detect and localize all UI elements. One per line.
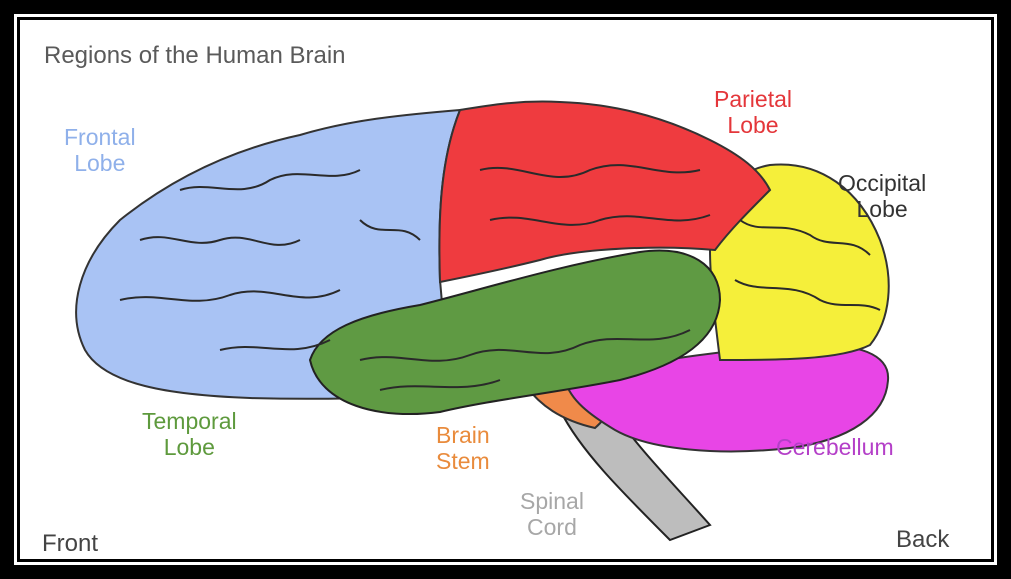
front-label: Front [42, 530, 98, 558]
spinal-cord-label-line2: Cord [520, 514, 584, 540]
temporal-lobe-label-line1: Temporal [142, 408, 237, 434]
frontal-lobe-label-line1: Frontal [64, 124, 136, 150]
brain-stem-label: Brain Stem [436, 422, 490, 474]
occipital-lobe-label-line2: Lobe [838, 196, 926, 222]
brain-stem-label-line1: Brain [436, 422, 490, 448]
brain-stem-label-line2: Stem [436, 448, 490, 474]
frontal-lobe-label: Frontal Lobe [64, 124, 136, 176]
brain-illustration [20, 20, 991, 559]
diagram-frame: Regions of the Human Brain [6, 6, 1005, 573]
occipital-lobe-label-line1: Occipital [838, 170, 926, 196]
parietal-lobe-label-line1: Parietal [714, 86, 792, 112]
cerebellum-label: Cerebellum [776, 434, 894, 460]
brain-diagram: Regions of the Human Brain [20, 20, 991, 559]
parietal-lobe-label: Parietal Lobe [714, 86, 792, 138]
parietal-lobe-label-line2: Lobe [714, 112, 792, 138]
temporal-lobe-label: Temporal Lobe [142, 408, 237, 460]
frontal-lobe-label-line2: Lobe [64, 150, 136, 176]
back-label: Back [896, 526, 949, 554]
spinal-cord-label: Spinal Cord [520, 488, 584, 540]
occipital-lobe-label: Occipital Lobe [838, 170, 926, 222]
spinal-cord-label-line1: Spinal [520, 488, 584, 514]
temporal-lobe-label-line2: Lobe [142, 434, 237, 460]
